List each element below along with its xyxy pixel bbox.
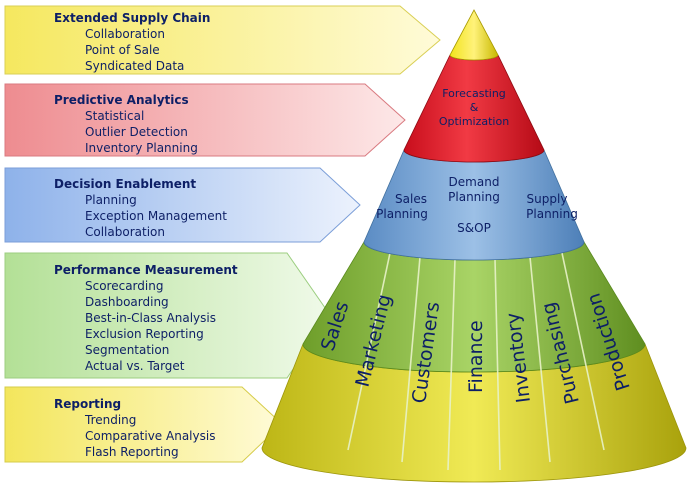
banner-arrow-predictive-analytics	[4, 83, 406, 157]
banner-performance-measurement: Performance Measurement Scorecarding Das…	[54, 262, 238, 374]
banner-arrow-reporting	[4, 386, 283, 463]
function-divider	[561, 252, 605, 451]
banner-arrow-extended-supply-chain	[4, 5, 441, 75]
banner-item: Comparative Analysis	[85, 429, 216, 443]
banner-item: Trending	[85, 413, 137, 427]
banner-item: Dashboarding	[85, 295, 169, 309]
banner-title: Extended Supply Chain	[54, 11, 211, 25]
blue-label-sop: S&OP	[457, 221, 491, 235]
banner-item: Planning	[85, 193, 137, 207]
function-label-finance: Finance	[465, 320, 487, 393]
banner-title: Reporting	[54, 397, 122, 411]
function-divider	[401, 256, 421, 463]
function-divider	[347, 252, 391, 451]
banner-item: Collaboration	[85, 225, 165, 239]
red-layer-label: &	[470, 101, 479, 114]
banner-title: Predictive Analytics	[54, 93, 189, 107]
banner-item: Exclusion Reporting	[85, 327, 204, 341]
function-dividers	[347, 252, 605, 471]
blue-label-sales-planning: Sales	[395, 192, 427, 206]
banner-item: Flash Reporting	[85, 445, 179, 459]
banner-title: Performance Measurement	[54, 263, 238, 277]
banner-item: Statistical	[85, 109, 145, 123]
function-divider	[494, 258, 501, 471]
blue-label-demand-planning: Planning	[448, 190, 500, 204]
banner-item: Collaboration	[85, 27, 165, 41]
banner-title: Decision Enablement	[54, 177, 197, 191]
blue-label-sales-planning: Planning	[376, 207, 428, 221]
banner-item: Syndicated Data	[85, 59, 185, 73]
red-layer-label: Optimization	[439, 115, 509, 128]
banner-item: Outlier Detection	[85, 125, 188, 139]
banner-decision-enablement: Decision Enablement Planning Exception M…	[54, 176, 227, 240]
banner-predictive-analytics: Predictive Analytics Statistical Outlier…	[54, 92, 198, 156]
red-layer-label: Forecasting	[442, 87, 506, 100]
pyramid-tip	[449, 9, 499, 61]
blue-label-supply-planning: Supply	[527, 192, 568, 206]
banner-arrow-decision-enablement	[4, 167, 361, 243]
banner-reporting: Reporting Trending Comparative Analysis …	[54, 396, 215, 460]
function-divider	[447, 258, 456, 471]
banner-item: Inventory Planning	[85, 141, 198, 155]
function-divider	[529, 256, 551, 463]
banner-extended-supply-chain: Extended Supply Chain Collaboration Poin…	[54, 10, 210, 74]
banner-item: Best-in-Class Analysis	[85, 311, 216, 325]
banner-item: Exception Management	[85, 209, 227, 223]
blue-label-supply-planning: Planning	[526, 207, 578, 221]
banner-item: Point of Sale	[85, 43, 160, 57]
banner-item: Scorecarding	[85, 279, 164, 293]
banner-item: Segmentation	[85, 343, 170, 357]
banner-item: Actual vs. Target	[85, 359, 185, 373]
blue-label-demand-planning: Demand	[449, 175, 500, 189]
